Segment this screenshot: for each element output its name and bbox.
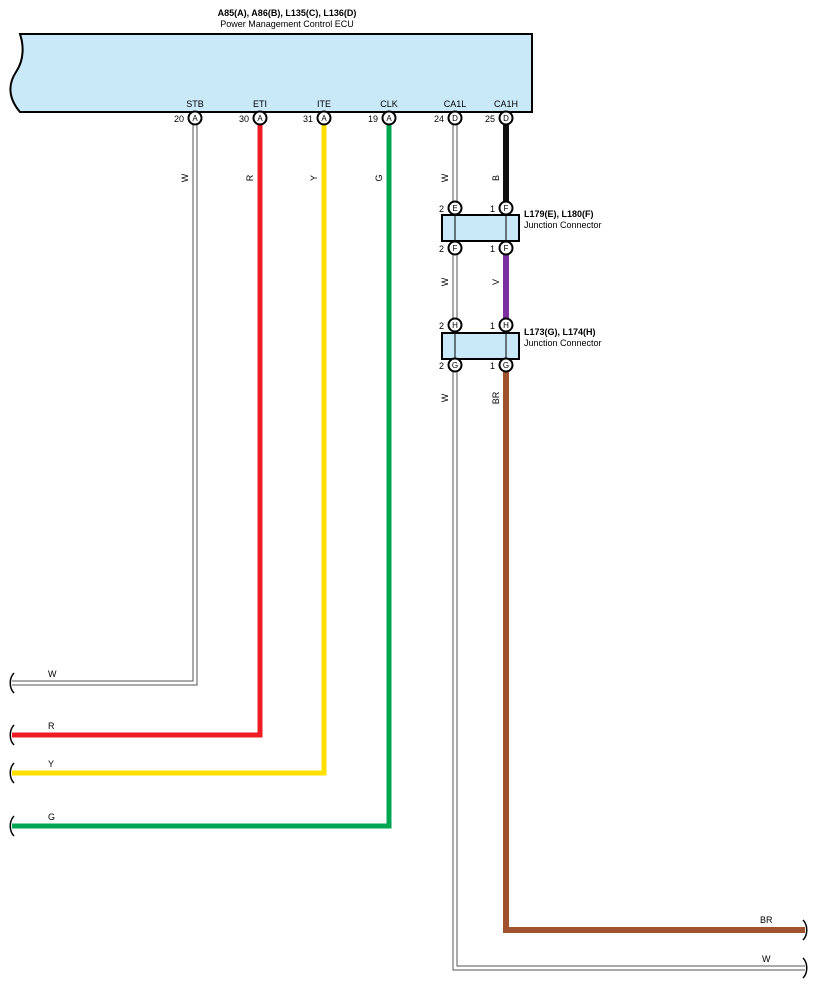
wire-code-eti: R xyxy=(245,174,255,181)
pin-circle xyxy=(498,200,514,216)
wire-code-ite: Y xyxy=(309,175,319,181)
break-mark-icon xyxy=(9,724,15,746)
pin-number: 1 xyxy=(490,204,495,214)
wire-eti xyxy=(12,125,263,738)
pin-number: 20 xyxy=(174,114,184,124)
ecu-title: A85(A), A86(B), L135(C), L136(D) xyxy=(218,8,357,18)
pin-connector: A xyxy=(321,114,327,123)
pin-circle xyxy=(447,240,463,256)
pin-circle xyxy=(498,357,514,373)
terminal-name: STB xyxy=(186,99,204,109)
terminal-name: ITE xyxy=(317,99,331,109)
junction-connector-2: L173(G), L174(H) Junction Connector 2 H … xyxy=(439,317,602,373)
pin-connector: G xyxy=(452,361,458,370)
pin-connector: F xyxy=(453,244,458,253)
ecu-terminal-eti: ETI 30 A xyxy=(239,99,268,126)
pin-circle xyxy=(447,110,463,126)
end-label-ite: Y xyxy=(48,759,54,769)
wire-stb xyxy=(12,125,198,686)
junction-body xyxy=(441,332,520,360)
pin-connector: H xyxy=(452,321,458,330)
ecu-terminal-clk: CLK 19 A xyxy=(368,99,398,126)
pin-number: 1 xyxy=(490,361,495,371)
pin-number: 24 xyxy=(434,114,444,124)
ecu-body xyxy=(9,33,533,113)
end-label-ca1h: BR xyxy=(760,915,773,925)
junction-title: L173(G), L174(H) xyxy=(524,327,596,337)
wire-code-ca1h-a: B xyxy=(491,175,501,181)
break-mark-icon xyxy=(9,672,15,694)
wire-clk xyxy=(12,125,392,829)
pin-number: 2 xyxy=(439,244,444,254)
pin-circle xyxy=(187,110,203,126)
end-label-stb: W xyxy=(48,669,57,679)
pin-circle xyxy=(447,357,463,373)
pin-number: 19 xyxy=(368,114,378,124)
ecu-terminal-ca1l: CA1L 24 D xyxy=(434,99,467,126)
pin-number: 25 xyxy=(485,114,495,124)
pin-number: 31 xyxy=(303,114,313,124)
pin-connector: H xyxy=(503,321,509,330)
pin-number: 30 xyxy=(239,114,249,124)
pin-connector: E xyxy=(452,204,457,213)
pin-connector: F xyxy=(504,244,509,253)
end-label-clk: G xyxy=(48,812,55,822)
junction-connector-1: L179(E), L180(F) Junction Connector 2 E … xyxy=(439,200,602,256)
terminal-name: ETI xyxy=(253,99,267,109)
pin-connector: D xyxy=(452,114,458,123)
wire-code-stb: W xyxy=(180,173,190,182)
break-mark-icon xyxy=(802,919,808,941)
pin-number: 1 xyxy=(490,321,495,331)
terminal-name: CA1L xyxy=(444,99,467,109)
pin-circle xyxy=(498,110,514,126)
pin-number: 2 xyxy=(439,361,444,371)
pin-number: 1 xyxy=(490,244,495,254)
pin-connector: F xyxy=(504,204,509,213)
break-mark-icon xyxy=(9,815,15,837)
pin-connector: A xyxy=(257,114,263,123)
pin-circle xyxy=(381,110,397,126)
pin-number: 2 xyxy=(439,204,444,214)
wire-ca1h-c xyxy=(503,369,805,933)
break-mark-icon xyxy=(9,762,15,784)
ecu-subtitle: Power Management Control ECU xyxy=(220,19,354,29)
end-label-eti: R xyxy=(48,721,55,731)
pin-connector: D xyxy=(503,114,509,123)
wire-code-ca1h-b: V xyxy=(491,279,501,285)
pin-circle xyxy=(498,240,514,256)
junction-subtitle: Junction Connector xyxy=(524,220,602,230)
terminal-name: CLK xyxy=(380,99,398,109)
wire-code-ca1h-c: BR xyxy=(491,391,501,404)
ecu-terminal-stb: STB 20 A xyxy=(174,99,204,126)
pin-connector: A xyxy=(192,114,198,123)
ecu-terminal-ite: ITE 31 A xyxy=(303,99,332,126)
junction-subtitle: Junction Connector xyxy=(524,338,602,348)
pin-circle xyxy=(447,200,463,216)
wire-ite xyxy=(12,125,327,776)
pin-connector: A xyxy=(386,114,392,123)
wire-stb-fill xyxy=(12,125,197,685)
junction-body xyxy=(441,214,520,242)
wire-code-clk: G xyxy=(374,174,384,181)
pin-circle xyxy=(316,110,332,126)
break-mark-icon xyxy=(802,957,808,979)
wire-ca1l-c-fill xyxy=(453,369,805,970)
wire-code-ca1l-b: W xyxy=(440,277,450,286)
pin-circle xyxy=(498,317,514,333)
wire-code-ca1l-c: W xyxy=(440,393,450,402)
ecu-terminal-ca1h: CA1H 25 D xyxy=(485,99,518,126)
end-label-ca1l: W xyxy=(762,954,771,964)
pin-connector: G xyxy=(503,361,509,370)
pin-circle xyxy=(252,110,268,126)
terminal-name: CA1H xyxy=(494,99,518,109)
wire-code-ca1l-a: W xyxy=(440,173,450,182)
pin-circle xyxy=(447,317,463,333)
pin-number: 2 xyxy=(439,321,444,331)
junction-title: L179(E), L180(F) xyxy=(524,209,594,219)
